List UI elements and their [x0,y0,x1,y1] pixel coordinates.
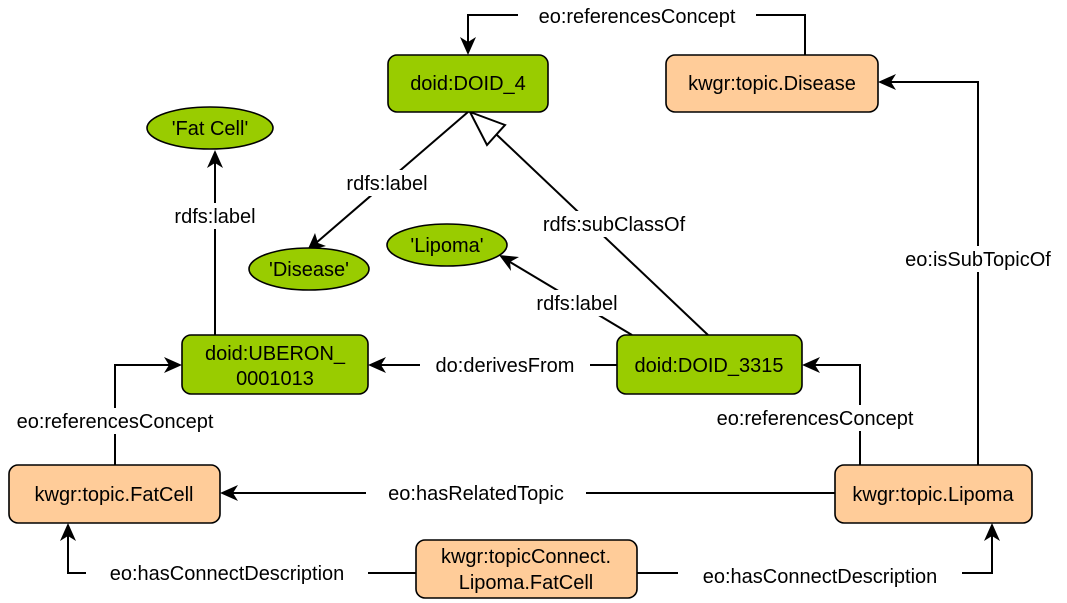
edge-is-subtopic-of: eo:isSubTopicOf [878,74,1067,465]
node-doid-3315[interactable]: doid:DOID_3315 [616,334,803,395]
edge-label-subclass-of: rdfs:subClassOf [543,214,686,236]
edge-disease-label: rdfs:label [307,111,469,251]
literal-disease-label: 'Disease' [269,259,349,281]
node-doid-4[interactable]: doid:DOID_4 [387,54,549,113]
edge-lipoma-label: rdfs:label [499,255,633,336]
edge-left-references-concept: eo:referencesConcept [0,357,232,465]
node-uberon-0001013[interactable]: doid:UBERON_ 0001013 [181,334,369,395]
node-topic-fatcell[interactable]: kwgr:topic.FatCell [8,464,221,524]
edge-label-derives-from: do:derivesFrom [436,355,575,377]
edge-right-has-connect-description: eo:hasConnectDescription [637,523,1000,589]
literal-lipoma-label: 'Lipoma' [410,235,483,257]
node-uberon-label-line1: doid:UBERON_ [205,343,346,365]
edge-label-top-references-concept: eo:referencesConcept [539,6,736,28]
edge-derives-from: do:derivesFrom [368,352,617,378]
edge-label-right-references-concept: eo:referencesConcept [717,408,914,430]
node-topic-connect-label-line2: Lipoma.FatCell [459,572,594,594]
edge-label-right-has-connect-description: eo:hasConnectDescription [703,566,938,588]
edge-label-fatcell-label: rdfs:label [174,206,255,228]
node-topic-lipoma-label: kwgr:topic.Lipoma [852,484,1014,506]
edge-label-left-references-concept: eo:referencesConcept [17,411,214,433]
node-topic-disease[interactable]: kwgr:topic.Disease [665,54,879,113]
edge-has-related-topic: eo:hasRelatedTopic [220,480,835,506]
edge-subclass-of: rdfs:subClassOf [467,110,709,336]
literal-fat-cell-label: 'Fat Cell' [172,118,249,140]
edge-label-disease-label: rdfs:label [346,173,427,195]
node-topic-connect-label-line1: kwgr:topicConnect. [441,546,611,568]
edge-label-lipoma-label: rdfs:label [536,293,617,315]
literal-lipoma[interactable]: 'Lipoma' [386,223,508,267]
node-topic-disease-label: kwgr:topic.Disease [688,73,856,95]
edge-right-references-concept: eo:referencesConcept [697,357,933,465]
node-uberon-label-line2: 0001013 [236,368,314,390]
edge-label-has-related-topic: eo:hasRelatedTopic [388,483,564,505]
node-doid-3315-label: doid:DOID_3315 [635,355,784,377]
node-topic-fatcell-label: kwgr:topic.FatCell [35,484,194,506]
literal-disease[interactable]: 'Disease' [248,247,370,291]
edge-label-is-subtopic-of: eo:isSubTopicOf [905,249,1051,271]
node-topic-lipoma[interactable]: kwgr:topic.Lipoma [834,464,1033,524]
edge-label-left-has-connect-description: eo:hasConnectDescription [110,563,345,585]
edge-fatcell-label: rdfs:label [163,150,267,335]
node-doid-4-label: doid:DOID_4 [410,73,526,95]
node-topic-connect[interactable]: kwgr:topicConnect. Lipoma.FatCell [415,539,638,599]
edge-top-references-concept: eo:referencesConcept [460,3,806,55]
literal-fat-cell[interactable]: 'Fat Cell' [146,106,274,150]
edge-left-has-connect-description: eo:hasConnectDescription [60,523,416,586]
